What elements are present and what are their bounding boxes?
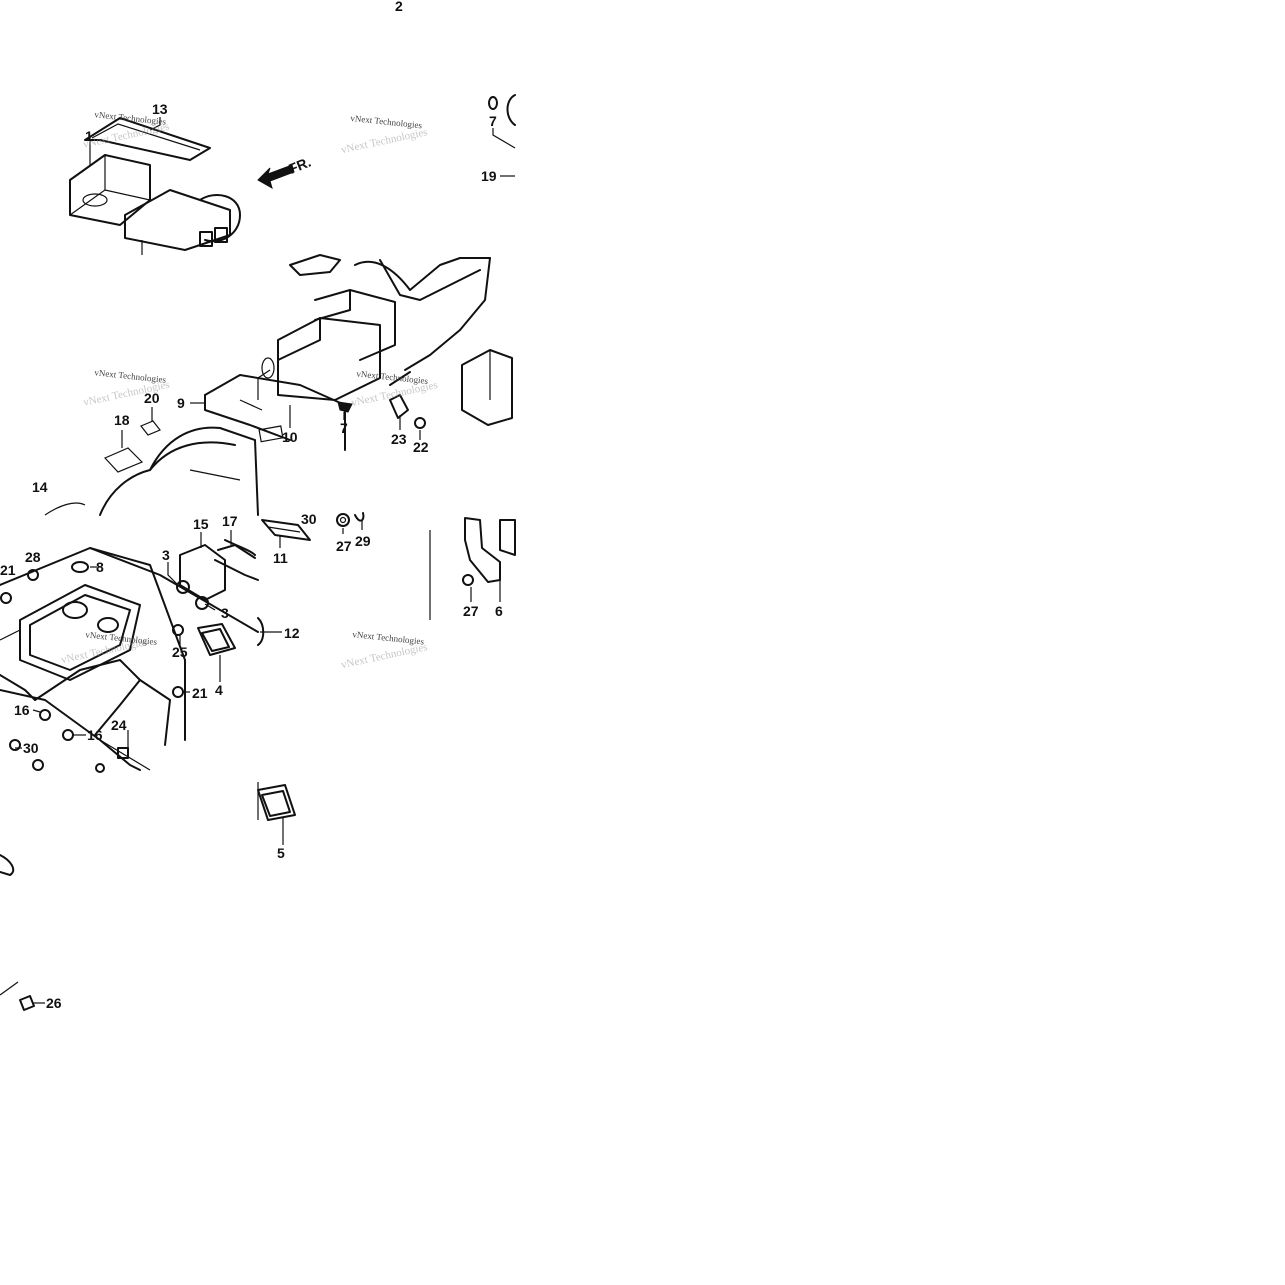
callout-label: 24 bbox=[111, 717, 127, 733]
callout-label: 10 bbox=[282, 429, 298, 445]
callout-label: 3 bbox=[162, 547, 170, 563]
callout-label: 9 bbox=[177, 395, 185, 411]
part-7-19-fragment bbox=[488, 94, 516, 177]
callout-label: 19 bbox=[481, 168, 497, 184]
part-18-20-pads bbox=[103, 420, 161, 473]
callout-label: 12 bbox=[284, 625, 300, 641]
callout-label: 25 bbox=[172, 644, 188, 660]
callout-label: 7 bbox=[489, 113, 497, 129]
callout-label: 15 bbox=[193, 516, 209, 532]
callout-label: 14 bbox=[32, 479, 48, 495]
callout-label: 16 bbox=[87, 727, 103, 743]
front-direction-arrow: FR. bbox=[257, 154, 313, 190]
callout-label: 6 bbox=[495, 603, 503, 619]
leader-lines bbox=[15, 117, 501, 1004]
part-11-30-fragment bbox=[261, 519, 311, 541]
callout-label: 17 bbox=[222, 513, 238, 529]
fasteners-small bbox=[0, 561, 184, 773]
part-12-4-lamp bbox=[197, 617, 265, 656]
callout-label: 27 bbox=[336, 538, 352, 554]
callout-label: 21 bbox=[192, 685, 208, 701]
callout-label: 28 bbox=[25, 549, 41, 565]
watermark-10: vNext Technologies bbox=[352, 629, 425, 647]
part-10-battery-box bbox=[257, 289, 396, 443]
callout-label: 29 bbox=[355, 533, 371, 549]
callout-label: 20 bbox=[144, 390, 160, 406]
callout-label: 18 bbox=[114, 412, 130, 428]
callout-label: 30 bbox=[23, 740, 39, 756]
callout-label: 2 bbox=[395, 0, 403, 14]
callout-label: 8 bbox=[96, 559, 104, 575]
callout-label: 7 bbox=[340, 420, 348, 436]
callout-label: 11 bbox=[273, 550, 288, 566]
part-27-29-nuts bbox=[336, 512, 365, 527]
part-15-17-bracket bbox=[176, 539, 259, 610]
watermark-4: vNext Technologies bbox=[350, 113, 423, 131]
callout-label: 21 bbox=[0, 562, 16, 578]
callout-label: 26 bbox=[46, 995, 62, 1011]
left-edge-fragments bbox=[0, 854, 35, 1011]
callout-numbers: 2 13 7 19 1 9 18 20 10 7 23 22 14 15 17 … bbox=[0, 0, 503, 1011]
callout-label: 5 bbox=[277, 845, 285, 861]
tail-cowl-assembly bbox=[0, 547, 259, 771]
part-1-holder bbox=[69, 154, 241, 251]
rear-fender-upper bbox=[289, 254, 513, 426]
callout-label: 23 bbox=[391, 431, 407, 447]
callout-label: 27 bbox=[463, 603, 479, 619]
callout-label: 22 bbox=[413, 439, 429, 455]
watermark-3: vNext Technologies bbox=[340, 126, 429, 156]
watermarks: vNext Technologies vNext Technologies vN… bbox=[60, 109, 439, 671]
part-23-22-hardware bbox=[337, 394, 426, 429]
callout-label: 13 bbox=[152, 101, 168, 117]
part-14-rear-fender bbox=[44, 426, 259, 516]
watermark-6: vNext Technologies bbox=[94, 367, 167, 385]
callout-label: 3 bbox=[221, 605, 229, 621]
callout-label: 1 bbox=[85, 128, 93, 144]
callout-label: 30 bbox=[301, 511, 317, 527]
part-13-strap bbox=[84, 117, 211, 161]
callout-label: 4 bbox=[215, 682, 223, 698]
part-5-lens bbox=[257, 782, 296, 821]
direction-label: FR. bbox=[286, 154, 313, 177]
callout-label: 16 bbox=[14, 702, 30, 718]
